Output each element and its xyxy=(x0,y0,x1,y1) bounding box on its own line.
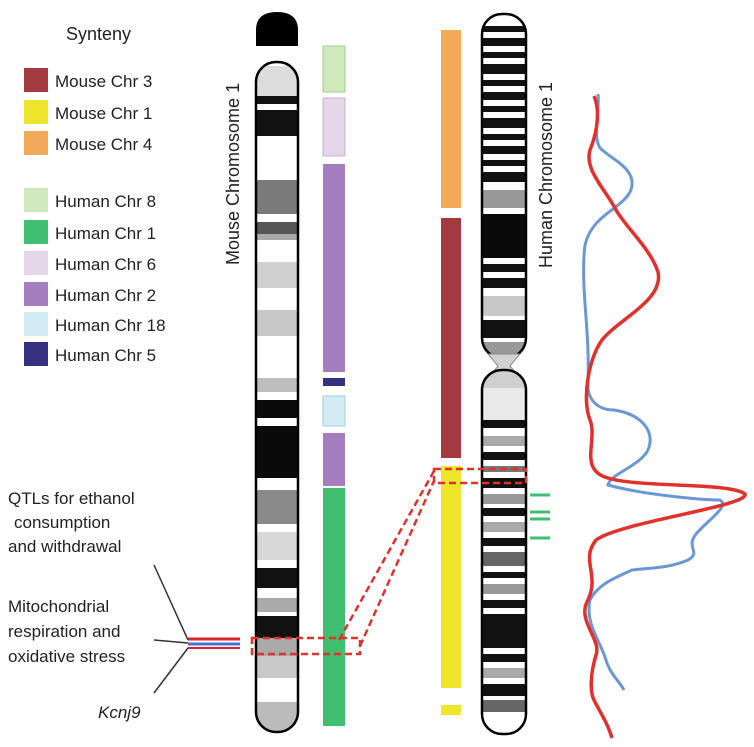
synteny-block-mouse-chr3 xyxy=(441,218,461,458)
human-gene-ticks xyxy=(530,493,550,540)
mouse-bands xyxy=(256,62,298,732)
legend-swatch-human-chr2 xyxy=(24,282,48,306)
legend-label-mouse-chr1: Mouse Chr 1 xyxy=(55,104,152,123)
legend-swatch-human-chr5 xyxy=(24,342,48,366)
legend-item-human-chr6: Human Chr 6 xyxy=(24,251,156,275)
mouse-chromosome-label: Mouse Chromosome 1 xyxy=(223,83,243,265)
synteny-block-mouse-chr1-small xyxy=(441,705,461,715)
legend-swatch-mouse-chr3 xyxy=(24,68,48,92)
homology-highlight xyxy=(250,467,528,656)
legend-label-mouse-chr4: Mouse Chr 4 xyxy=(55,135,152,154)
legend-item-mouse-chr3: Mouse Chr 3 xyxy=(24,68,152,92)
blue-trace xyxy=(582,93,724,691)
legend-item-mouse-chr4: Mouse Chr 4 xyxy=(24,131,152,155)
synteny-block-human-chr2-upper xyxy=(323,164,345,372)
legend-label-human-chr8: Human Chr 8 xyxy=(55,192,156,211)
legend-item-human-chr18: Human Chr 18 xyxy=(24,312,166,336)
mito-label-line2: respiration and xyxy=(8,622,120,641)
annotation-leaders xyxy=(153,564,240,694)
mito-label-line3: oxidative stress xyxy=(8,647,125,666)
gene-label: Kcnj9 xyxy=(98,703,141,722)
legend-swatch-mouse-chr1 xyxy=(24,100,48,124)
synteny-block-human-chr6 xyxy=(322,97,346,157)
qtl-label-line2: consumption xyxy=(14,513,110,532)
human-chromosome-ideogram xyxy=(480,12,528,736)
connector-upper xyxy=(337,470,436,641)
legend-item-human-chr1: Human Chr 1 xyxy=(24,220,156,244)
annotation-text: QTLs for ethanol consumption and withdra… xyxy=(8,489,141,722)
qtl-label-line1: QTLs for ethanol xyxy=(8,489,135,508)
synteny-block-human-chr5 xyxy=(323,378,345,386)
legend-swatch-human-chr8 xyxy=(24,188,48,212)
synteny-block-mouse-chr1-main xyxy=(441,466,461,688)
mito-label-line1: Mitochondrial xyxy=(8,597,109,616)
legend-label-human-chr1: Human Chr 1 xyxy=(55,224,156,243)
legend-swatch-human-chr1 xyxy=(24,220,48,244)
density-traces xyxy=(582,93,747,739)
synteny-block-human-chr1 xyxy=(323,488,345,726)
red-trace xyxy=(583,95,747,739)
mouse-synteny-bar xyxy=(322,45,346,726)
human-highlight-box xyxy=(432,467,528,485)
human-q-arm-bands xyxy=(482,370,526,734)
mouse-centromere xyxy=(256,12,298,46)
legend-item-human-chr5: Human Chr 5 xyxy=(24,342,156,366)
qtl-label-line3: and withdrawal xyxy=(8,537,121,556)
legend-label-human-chr2: Human Chr 2 xyxy=(55,286,156,305)
legend-label-human-chr6: Human Chr 6 xyxy=(55,255,156,274)
legend-swatch-mouse-chr4 xyxy=(24,131,48,155)
connector-lower xyxy=(358,480,436,647)
legend-item-mouse-chr1: Mouse Chr 1 xyxy=(24,100,152,124)
legend-title: Synteny xyxy=(66,24,131,44)
legend-label-human-chr5: Human Chr 5 xyxy=(55,346,156,365)
legend-swatch-human-chr6 xyxy=(24,251,48,275)
legend-label-human-chr18: Human Chr 18 xyxy=(55,316,166,335)
synteny-block-human-chr8 xyxy=(322,45,346,93)
synteny-block-human-chr18 xyxy=(322,395,346,427)
synteny-block-human-chr2-lower xyxy=(323,433,345,486)
legend-swatch-human-chr18 xyxy=(24,312,48,336)
legend: Synteny Mouse Chr 3 Mouse Chr 1 Mouse Ch… xyxy=(24,24,166,366)
legend-item-human-chr2: Human Chr 2 xyxy=(24,282,156,306)
human-chromosome-label: Human Chromosome 1 xyxy=(536,82,556,268)
human-p-arm-bands xyxy=(482,14,526,358)
legend-label-mouse-chr3: Mouse Chr 3 xyxy=(55,72,152,91)
synteny-block-mouse-chr4 xyxy=(441,30,461,208)
legend-item-human-chr8: Human Chr 8 xyxy=(24,188,156,212)
mouse-chromosome-ideogram xyxy=(254,12,300,734)
human-synteny-bar xyxy=(441,30,461,715)
